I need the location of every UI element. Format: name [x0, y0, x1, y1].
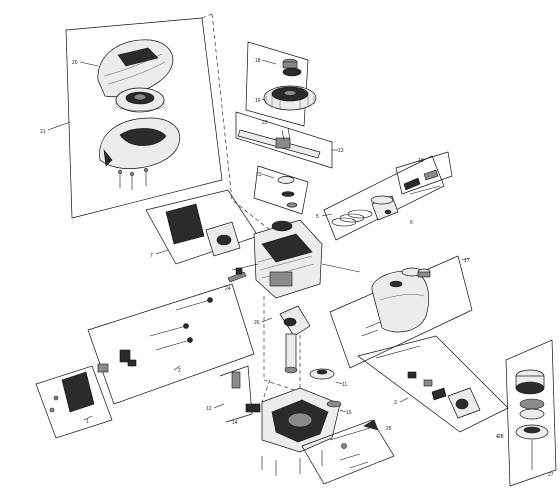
- callout-27: 27: [548, 472, 554, 478]
- callout-20: 20: [72, 60, 78, 66]
- callout-24: 24: [225, 286, 231, 292]
- spark-plug-part: [227, 267, 247, 283]
- callout-22: 22: [262, 120, 268, 126]
- callout-1: 1: [86, 419, 89, 425]
- hardware-panel: 2 1: [35, 283, 255, 439]
- ignition-panel: 13 22: [235, 111, 344, 169]
- key-washer-part: [277, 176, 298, 208]
- callout-13: 13: [338, 148, 344, 154]
- callout-6: 6: [410, 220, 413, 226]
- fan-shroud-part: [99, 117, 181, 169]
- throttle-panel: 25: [301, 419, 395, 485]
- callout-4: 4: [496, 434, 499, 440]
- cam-gear-part: 11: [309, 368, 347, 388]
- ignition-coil-part: [237, 127, 321, 159]
- callout-11: 11: [342, 382, 347, 388]
- fuel-tank-panel: 17: [329, 255, 473, 369]
- callout-23: 23: [256, 172, 262, 178]
- piston-panel: 10 6 5: [316, 151, 453, 241]
- governor-panel: 12 14: [206, 365, 261, 426]
- piston-rings-part: [331, 209, 373, 227]
- gasket-parts: [97, 349, 137, 373]
- callout-2: 2: [178, 368, 181, 374]
- callout-10: 10: [418, 158, 424, 164]
- flywheel-panel: 18 19: [245, 41, 317, 127]
- callout-7: 7: [150, 253, 153, 259]
- callout-19: 19: [255, 98, 261, 104]
- oil-seal-part: 15: [326, 400, 352, 416]
- callout-21: 21: [40, 129, 46, 135]
- starter-assembly-panel: 21 20: [40, 13, 223, 219]
- callout-26: 26: [254, 320, 260, 326]
- flywheel-part: [263, 85, 317, 111]
- flywheel-nut-part: [282, 58, 302, 77]
- piston-part: [370, 195, 399, 221]
- starter-cover-part: [97, 39, 174, 98]
- air-filter-base-part: [515, 424, 549, 470]
- callout-5: 5: [316, 214, 319, 220]
- carburetor-part: [375, 345, 481, 419]
- shroud-bolts-part: [118, 168, 148, 190]
- callout-12: 12: [206, 406, 212, 412]
- air-filter-plate-part: [49, 371, 95, 413]
- muffler-part: [165, 203, 241, 257]
- callout-14: 14: [232, 420, 238, 426]
- long-bolts-part: [149, 297, 213, 351]
- callout-28: 28: [498, 434, 504, 440]
- callout-3: 3: [394, 400, 397, 406]
- air-filter-panel: 28 27: [498, 339, 557, 487]
- muffler-panel: 7: [145, 189, 259, 265]
- crankshaft-part: [279, 305, 311, 374]
- crankcase-part: [261, 379, 341, 453]
- carburetor-panel: 3 4: [357, 335, 509, 440]
- fuel-tank-part: [371, 267, 429, 333]
- governor-part: [231, 371, 261, 413]
- air-filter-element-part: [519, 398, 545, 420]
- fuel-cap-part: [417, 268, 431, 278]
- air-filter-cover-part: [515, 369, 545, 395]
- callout-17: 17: [464, 258, 470, 264]
- crankcase-bolts-part: [261, 450, 323, 476]
- cylinder-block-part: [231, 219, 361, 299]
- crankshaft-panel: 26: [254, 296, 311, 393]
- callout-15: 15: [346, 410, 352, 416]
- flywheel-key-panel: 23: [253, 165, 309, 215]
- starter-pulley-part: [115, 87, 165, 113]
- callout-25: 25: [386, 426, 392, 432]
- callout-18: 18: [255, 58, 261, 64]
- throttle-lever-part: [329, 419, 379, 469]
- rocker-parts: [403, 169, 441, 195]
